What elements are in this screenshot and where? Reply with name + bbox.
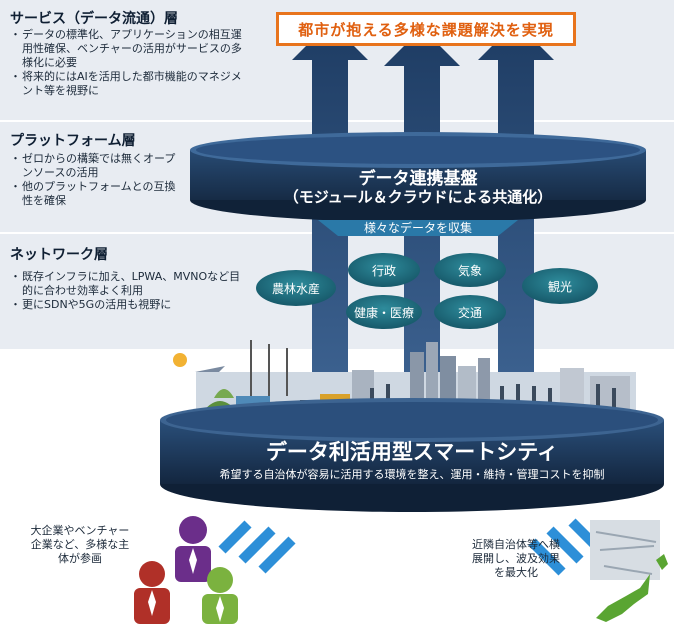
network-layer-title: ネットワーク層 <box>10 247 108 263</box>
smart-city-subtitle: 希望する自治体が容易に活用する環境を整え、運用・維持・管理コストを抑制 <box>219 468 605 481</box>
people-icon <box>134 516 238 624</box>
category-bubbles <box>256 253 598 329</box>
collect-label: 様々なデータを収集 <box>363 221 472 235</box>
service-bullet-1: データの標準化、アプリケーションの相互運用性確保、ベンチャーの活用がサービスの多… <box>10 28 248 70</box>
collect-banner <box>318 220 518 236</box>
category-health: 健康・医療 <box>353 306 414 320</box>
left-signal-icon <box>218 520 296 574</box>
service-layer-bullets: データの標準化、アプリケーションの相互運用性確保、ベンチャーの活用がサービスの多… <box>10 28 248 98</box>
category-agriculture: 農林水産 <box>271 282 320 296</box>
platform-disc <box>190 132 646 222</box>
right-note: 近隣自治体等へ横展開し、波及効果を最大化 <box>472 538 560 579</box>
smart-city-disc <box>160 398 664 512</box>
category-administration: 行政 <box>371 264 396 278</box>
platform-disc-title: データ連携基盤 <box>358 169 478 189</box>
platform-layer-bullets: ゼロからの構築では無くオープンソースの活用 他のプラットフォームとの互換性を確保 <box>10 152 186 208</box>
goal-banner: 都市が抱える多様な課題解決を実現 <box>276 12 576 46</box>
network-layer-bullets: 既存インフラに加え、LPWA、MVNOなど目的に合わせ効率よく利用 更にSDNや… <box>10 270 248 312</box>
service-bullet-2: 将来的にはAIを活用した都市機能のマネジメント等を視野に <box>10 70 248 98</box>
goal-banner-text: 都市が抱える多様な課題解決を実現 <box>298 20 554 39</box>
service-layer-title: サービス（データ流通）層 <box>10 11 178 27</box>
platform-bullet-1: ゼロからの構築では無くオープンソースの活用 <box>10 152 186 180</box>
category-weather: 気象 <box>457 264 482 278</box>
platform-disc-subtitle: （モジュール＆クラウドによる共通化） <box>283 188 553 206</box>
smart-city-title: データ利活用型スマートシティ <box>265 440 559 464</box>
network-bullet-1: 既存インフラに加え、LPWA、MVNOなど目的に合わせ効率よく利用 <box>10 270 248 298</box>
platform-layer-title: プラットフォーム層 <box>10 133 136 149</box>
left-note: 大企業やベンチャー企業など、多様な主体が参画 <box>30 524 130 565</box>
platform-bullet-2: 他のプラットフォームとの互換性を確保 <box>10 180 186 208</box>
map-illustration <box>590 520 668 622</box>
category-transport: 交通 <box>457 306 482 320</box>
category-tourism: 観光 <box>547 280 572 294</box>
network-bullet-2: 更にSDNや5Gの活用も視野に <box>10 298 248 312</box>
